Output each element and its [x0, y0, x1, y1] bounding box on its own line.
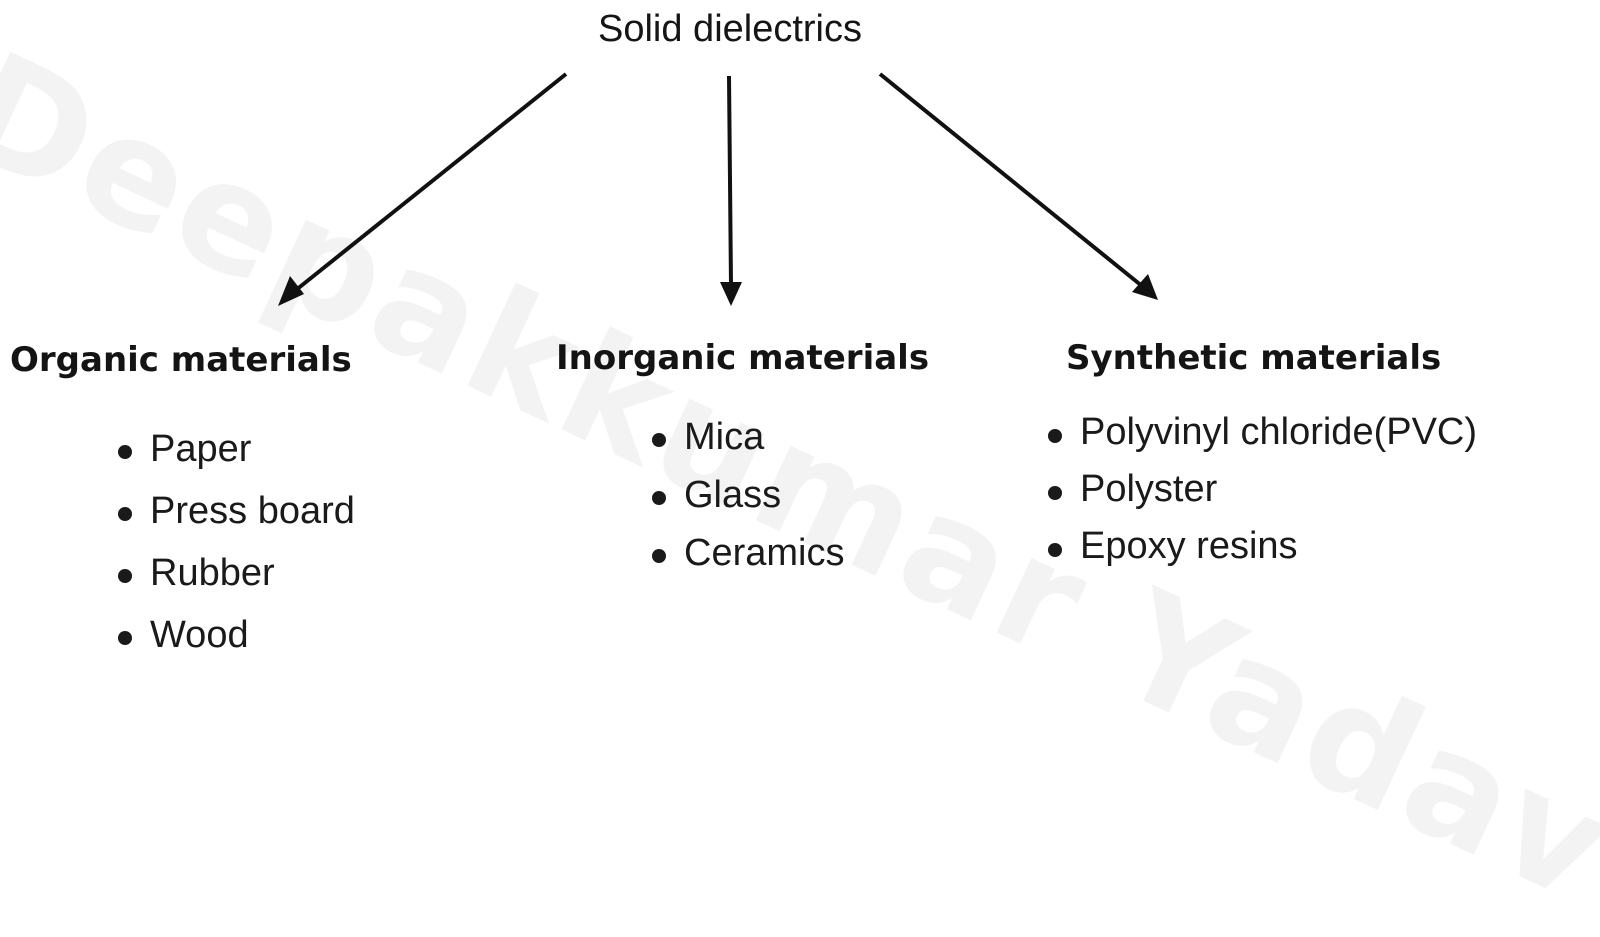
- bullet-icon: [652, 433, 666, 447]
- bullet-icon: [1048, 485, 1062, 500]
- arrow-to-organic: [278, 72, 568, 306]
- category-synthetic: Synthetic materials Polyvinyl chloride(P…: [1048, 338, 1477, 567]
- arrow-to-synthetic: [878, 72, 1158, 300]
- bullet-icon: [1048, 542, 1062, 557]
- list-item: Epoxy resins: [1048, 518, 1477, 575]
- list-item: Wood: [118, 604, 355, 666]
- item-label: Glass: [684, 473, 782, 516]
- bullet-icon: [652, 549, 666, 563]
- root-node-label: Solid dielectrics: [598, 8, 862, 50]
- item-label: Paper: [150, 427, 252, 470]
- category-heading: Organic materials: [10, 340, 352, 380]
- item-label: Mica: [684, 415, 765, 458]
- bullet-icon: [118, 569, 132, 583]
- item-label: Rubber: [150, 551, 275, 594]
- item-label: Epoxy resins: [1080, 525, 1298, 567]
- arrowhead-icon: [278, 276, 304, 306]
- item-label: Wood: [150, 613, 249, 656]
- item-label: Polyvinyl chloride(PVC): [1080, 411, 1478, 453]
- list-item: Paper: [118, 418, 355, 480]
- category-organic: Organic materials Paper Press board Rubb…: [10, 340, 355, 656]
- list-item: Press board: [118, 480, 355, 542]
- item-label: Polyster: [1080, 468, 1218, 510]
- item-list: Polyvinyl chloride(PVC) Polyster Epoxy r…: [1048, 404, 1477, 575]
- list-item: Glass: [652, 466, 844, 524]
- item-label: Press board: [150, 489, 355, 532]
- item-label: Ceramics: [684, 531, 845, 574]
- arrowhead-icon: [720, 282, 742, 306]
- list-item: Mica: [652, 408, 844, 466]
- category-inorganic: Inorganic materials Mica Glass Ceramics: [556, 338, 930, 574]
- category-heading: Synthetic materials: [1066, 338, 1442, 378]
- arrowhead-icon: [1132, 274, 1158, 300]
- item-list: Mica Glass Ceramics: [652, 408, 844, 582]
- item-list: Paper Press board Rubber Wood: [118, 418, 355, 666]
- list-item: Rubber: [118, 542, 355, 604]
- diagram: Deepakkumar Yadav Solid dielectrics Orga…: [0, 8, 1600, 937]
- list-item: Polyster: [1048, 461, 1477, 518]
- category-heading: Inorganic materials: [556, 338, 930, 378]
- connector-layer: [278, 72, 1158, 306]
- list-item: Polyvinyl chloride(PVC): [1048, 404, 1477, 461]
- bullet-icon: [118, 631, 132, 645]
- bullet-icon: [118, 445, 132, 459]
- bullet-icon: [652, 491, 666, 505]
- list-item: Ceramics: [652, 524, 844, 582]
- bullet-icon: [118, 507, 132, 521]
- arrow-to-inorganic: [720, 75, 742, 306]
- bullet-icon: [1048, 428, 1062, 443]
